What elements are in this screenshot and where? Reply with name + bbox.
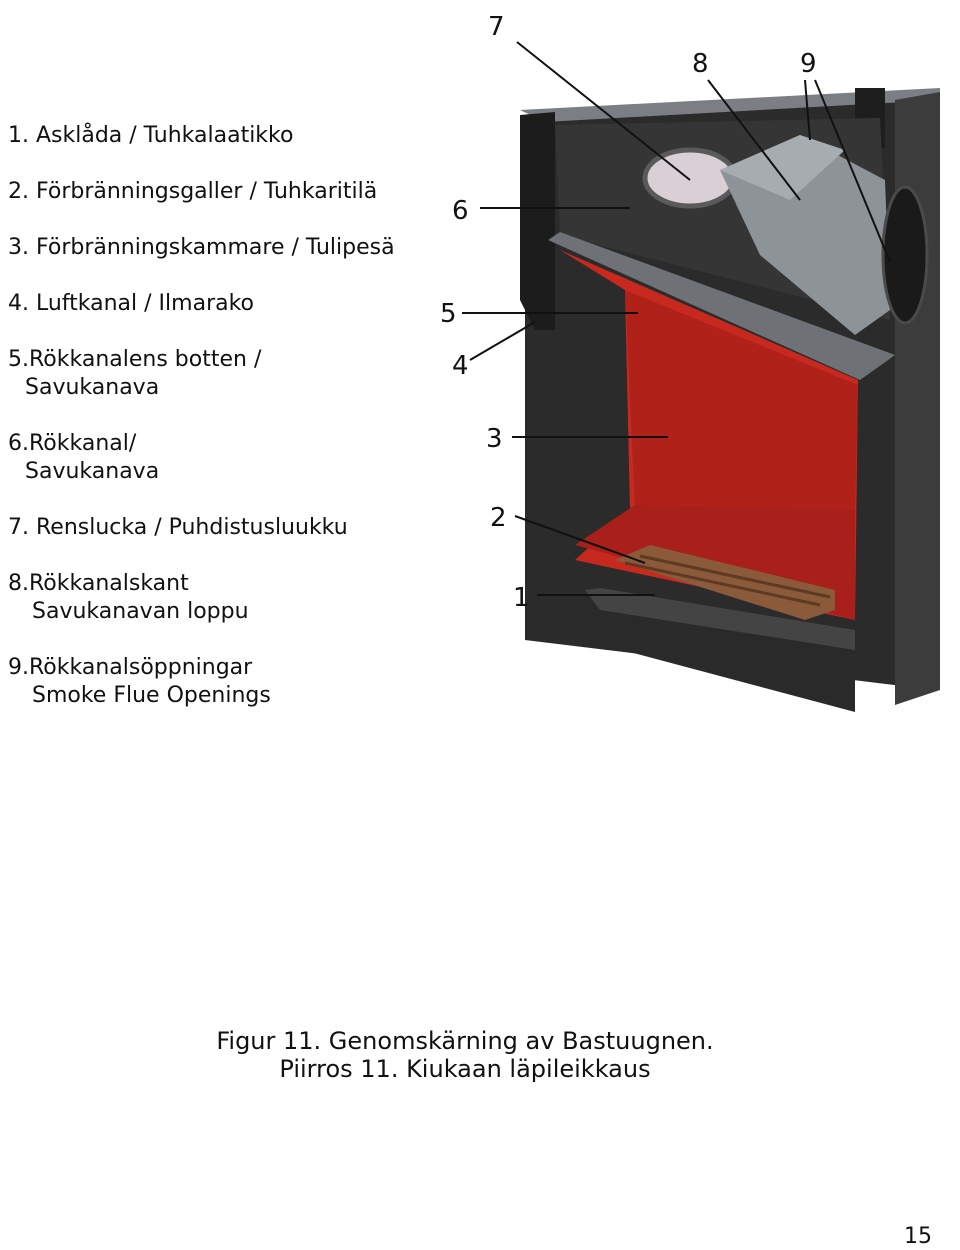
smoke-channel-bottom <box>548 232 895 380</box>
grate-bar <box>624 561 821 607</box>
legend-item-text: 8.Rökkanalskant <box>8 571 189 596</box>
legend-item-2: 2. Förbränningsgaller / Tuhkaritilä <box>8 178 377 206</box>
callout-6: 6 <box>452 196 469 226</box>
legend-item-7: 7. Renslucka / Puhdistusluukku <box>8 514 348 542</box>
flue-deflector-top <box>720 135 845 200</box>
legend-item-text: 1. Asklåda / Tuhkalaatikko <box>8 123 294 148</box>
callout-1: 1 <box>513 583 530 613</box>
legend-item-text: 2. Förbränningsgaller / Tuhkaritilä <box>8 179 378 204</box>
callout-2: 2 <box>490 503 507 533</box>
leader-line-7 <box>516 41 691 181</box>
legend-item-text: 4. Luftkanal / Ilmarako <box>8 291 255 316</box>
parts-legend: 1. Asklåda / Tuhkalaatikko 2. Förbrännin… <box>0 0 420 760</box>
leader-line-2 <box>514 515 646 564</box>
callout-7: 7 <box>488 12 505 42</box>
flue-opening <box>881 185 929 325</box>
chamber-back-wall <box>625 290 858 515</box>
legend-item-3: 3. Förbränningskammare / Tulipesä <box>8 234 395 262</box>
legend-item-5: 5.Rökkanalens botten / Savukanava <box>8 346 261 402</box>
legend-item-9: 9.Rökkanalsöppningar Smoke Flue Openings <box>8 654 271 710</box>
leader-line-9a <box>804 79 811 141</box>
legend-item-subtext: Savukanava <box>25 459 160 484</box>
legend-item-text: 7. Renslucka / Puhdistusluukku <box>8 515 348 540</box>
legend-item-subtext: Smoke Flue Openings <box>32 683 271 708</box>
callout-9: 9 <box>800 49 817 79</box>
legend-item-1: 1. Asklåda / Tuhkalaatikko <box>8 122 293 150</box>
cleaning-hatch <box>642 147 738 209</box>
stove-right-wall <box>895 92 940 705</box>
legend-item-subtext: Savukanava <box>25 375 160 400</box>
legend-item-text: 9.Rökkanalsöppningar <box>8 655 253 680</box>
stove-base <box>585 588 855 650</box>
callout-5: 5 <box>440 299 457 329</box>
callout-8: 8 <box>692 49 709 79</box>
callout-4: 4 <box>452 351 469 381</box>
leader-lines <box>462 41 891 596</box>
legend-item-8: 8.Rökkanalskant Savukanavan loppu <box>8 570 249 626</box>
legend-item-subtext: Savukanavan loppu <box>32 599 249 624</box>
leader-line-4 <box>469 321 536 361</box>
figure-caption-line-1: Figur 11. Genomskärning av Bastuugnen. <box>216 1027 714 1055</box>
legend-item-4: 4. Luftkanal / Ilmarako <box>8 290 254 318</box>
leader-line-8 <box>707 79 801 201</box>
legend-item-text: 5.Rökkanalens botten / <box>8 347 262 372</box>
grate-bar <box>639 554 831 599</box>
leader-line-9b <box>814 79 891 263</box>
legend-item-6: 6.Rökkanal/ Savukanava <box>8 430 159 486</box>
legend-item-text: 3. Förbränningskammare / Tulipesä <box>8 235 395 260</box>
page-number: 15 <box>904 1224 932 1249</box>
stove-top-lid <box>520 88 940 122</box>
stove-cutaway-figure: 7 8 9 6 5 4 3 2 1 <box>440 12 940 712</box>
figure-caption-line-2: Piirros 11. Kiukaan läpileikkaus <box>279 1055 651 1083</box>
callout-3: 3 <box>486 424 503 454</box>
stove-left-frame <box>520 112 555 330</box>
legend-item-text: 6.Rökkanal/ <box>8 431 137 456</box>
